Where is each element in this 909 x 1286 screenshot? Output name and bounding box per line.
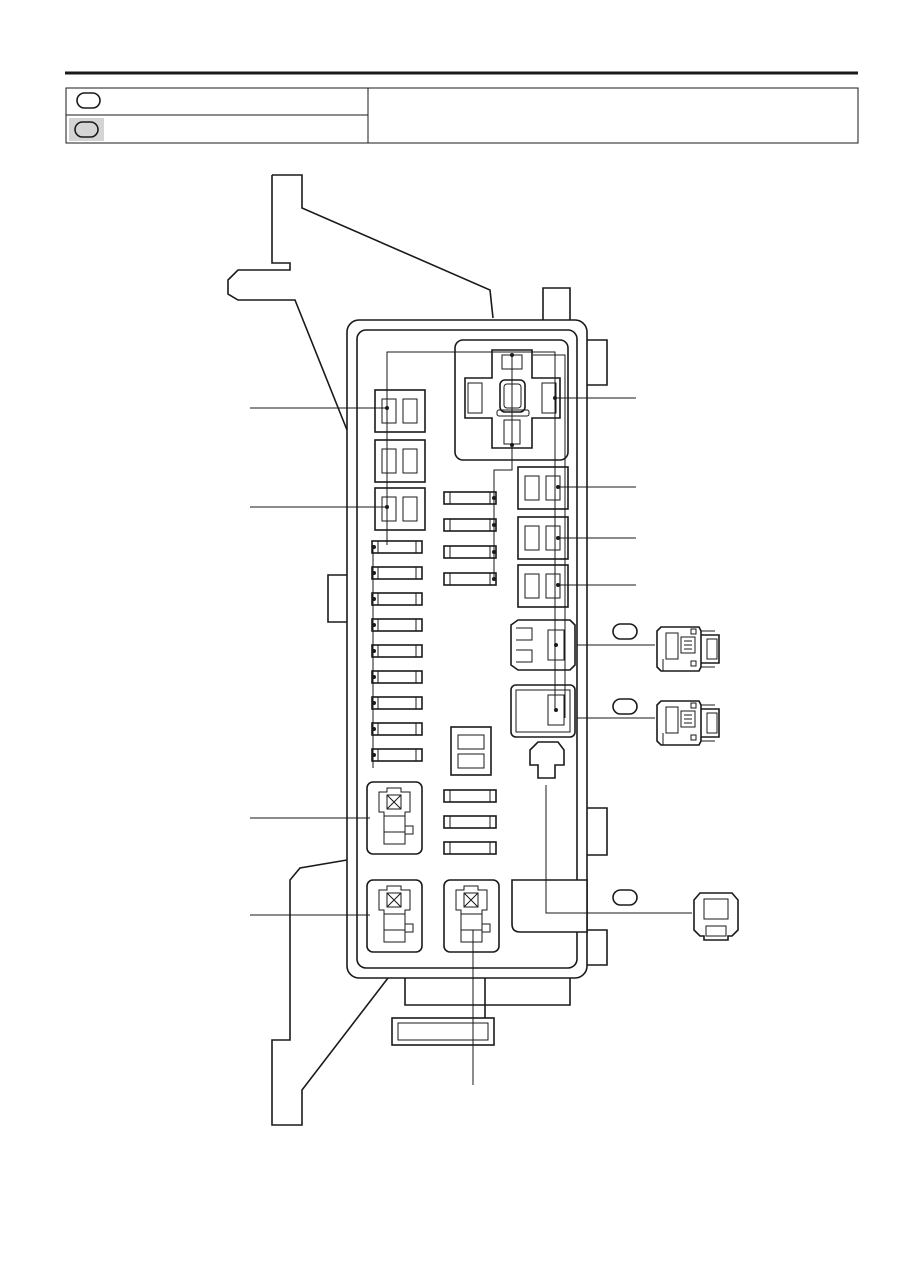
fuse-rows bbox=[371, 491, 497, 855]
fuse bbox=[371, 592, 423, 606]
right-relays bbox=[517, 466, 569, 608]
fuse bbox=[371, 696, 423, 710]
relay bbox=[366, 879, 423, 953]
fuse bbox=[443, 789, 497, 803]
leader-lines bbox=[250, 397, 692, 1085]
spare-fuse-holder bbox=[450, 726, 492, 776]
fuse bbox=[371, 722, 423, 736]
fuse bbox=[371, 540, 423, 554]
legend-oval-icon bbox=[76, 92, 101, 109]
block-outer bbox=[346, 319, 588, 979]
right-tab bbox=[587, 339, 608, 386]
right-tab bbox=[587, 807, 608, 856]
small-connector-icon bbox=[693, 892, 739, 941]
fuse bbox=[443, 815, 497, 829]
connector-code-oval-icon bbox=[612, 698, 638, 715]
legend-table bbox=[65, 87, 859, 144]
legend-oval-highlight-icon bbox=[74, 121, 99, 138]
connector-code-oval-icon bbox=[612, 889, 638, 906]
block-inner bbox=[356, 329, 578, 969]
fuse bbox=[443, 572, 497, 586]
right-tab bbox=[587, 929, 608, 966]
wire-junction-dots bbox=[385, 353, 560, 712]
side-cutout bbox=[511, 879, 588, 933]
bottom-relays bbox=[366, 781, 500, 953]
connector-code-oval-icon bbox=[612, 623, 638, 640]
bottom-tab bbox=[404, 978, 571, 1018]
block-connector bbox=[510, 619, 576, 671]
bottom-connector bbox=[391, 1017, 495, 1046]
bracket-outline bbox=[227, 174, 494, 1126]
relay-connector-icon bbox=[656, 626, 720, 672]
top-tab bbox=[542, 287, 571, 320]
fuse bbox=[371, 748, 423, 762]
relay bbox=[366, 781, 423, 855]
fuse bbox=[371, 670, 423, 684]
fuse bbox=[371, 618, 423, 632]
fuse bbox=[371, 566, 423, 580]
block-connector bbox=[510, 684, 576, 738]
left-relays bbox=[374, 389, 426, 531]
small-socket bbox=[529, 741, 565, 779]
fuse bbox=[443, 518, 497, 532]
fuse bbox=[443, 841, 497, 855]
relay bbox=[443, 879, 500, 953]
fuse bbox=[443, 545, 497, 559]
wiring bbox=[372, 351, 566, 768]
fuse bbox=[371, 644, 423, 658]
relay-connector-icon bbox=[656, 700, 720, 746]
left-tab bbox=[327, 574, 347, 623]
fuse bbox=[443, 491, 497, 505]
